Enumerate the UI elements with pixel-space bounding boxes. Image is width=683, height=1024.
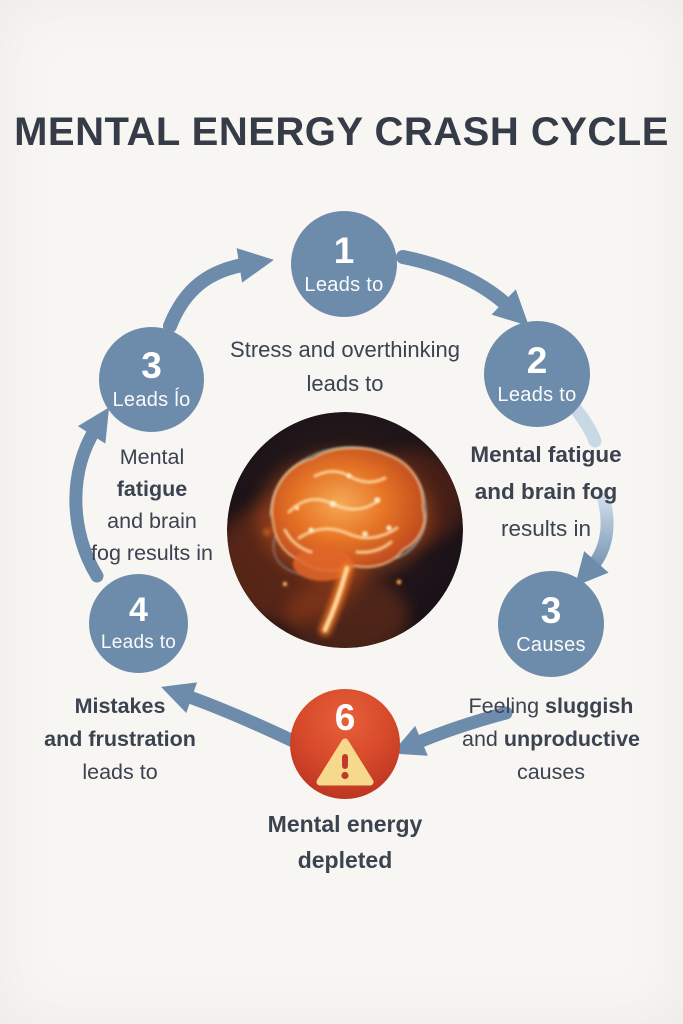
node-number: 4 xyxy=(129,591,148,629)
caption-line: and frustration xyxy=(10,723,230,756)
caption-segment: sluggish xyxy=(545,694,634,718)
node-number: 2 xyxy=(526,339,548,381)
caption-line: fatigue xyxy=(116,477,188,501)
node-step-4: 4 Leads to xyxy=(89,574,188,673)
caption-line: Mistakes xyxy=(74,694,166,718)
node-step-1: 1 Leads to xyxy=(291,211,397,317)
arrow-3l-to-1 xyxy=(163,248,274,333)
caption-line: causes xyxy=(516,760,586,784)
caption-line: results in xyxy=(500,516,592,541)
node-label: Causes xyxy=(516,633,586,656)
caption-line: and brain fog xyxy=(474,479,618,504)
node-number: 3 xyxy=(141,345,162,386)
caption-sluggish: Feeling sluggish and unproductive causes xyxy=(431,690,671,789)
caption-segment: unproductive xyxy=(503,727,641,751)
node-number: 6 xyxy=(334,696,356,738)
caption-depleted: Mental energy depleted xyxy=(195,806,495,878)
node-step-2: 2 Leads to xyxy=(484,321,590,427)
warning-triangle-icon xyxy=(316,738,374,785)
caption-fatigue-left: Mental fatigue and brain fog results in xyxy=(57,441,247,569)
node-step-3-left: 3 Leads ĺo xyxy=(99,327,204,432)
arrow-1-to-2 xyxy=(396,250,529,327)
brain-image xyxy=(227,412,463,648)
node-label: Leads ĺo xyxy=(112,389,191,411)
node-step-6-warning: 6 xyxy=(290,689,400,799)
caption-line: and brain xyxy=(107,509,197,533)
node-label: Leads to xyxy=(304,273,384,296)
node-number: 3 xyxy=(540,589,562,631)
caption-line: fog results in xyxy=(91,541,213,565)
node-label: Leads to xyxy=(497,383,577,406)
caption-line: and unproductive xyxy=(431,723,671,756)
caption-segment: and xyxy=(44,727,89,751)
caption-fatigue-right: Mental fatigue and brain fog results in xyxy=(441,436,651,547)
caption-mistakes: Mistakes and frustration leads to xyxy=(10,690,230,789)
caption-line: Mental fatigue xyxy=(470,442,622,467)
node-step-3-right: 3 Causes xyxy=(498,571,604,677)
caption-line: Feeling sluggish xyxy=(431,690,671,723)
caption-line: Mental energy xyxy=(267,811,423,837)
caption-line: leads to xyxy=(82,760,158,784)
caption-line: leads to xyxy=(306,371,384,396)
caption-line: Mental xyxy=(119,445,185,469)
caption-line: depleted xyxy=(297,847,393,873)
node-number: 1 xyxy=(333,229,355,271)
caption-segment: and xyxy=(461,727,504,751)
page-title: MENTAL ENERGY CRASH CYCLE xyxy=(14,110,669,154)
node-label: Leads to xyxy=(100,632,177,653)
caption-stress: Stress and overthinking leads to xyxy=(175,333,515,401)
caption-segment: frustration xyxy=(88,727,196,751)
caption-line: Stress and overthinking xyxy=(230,337,460,362)
caption-segment: Feeling xyxy=(468,694,546,718)
